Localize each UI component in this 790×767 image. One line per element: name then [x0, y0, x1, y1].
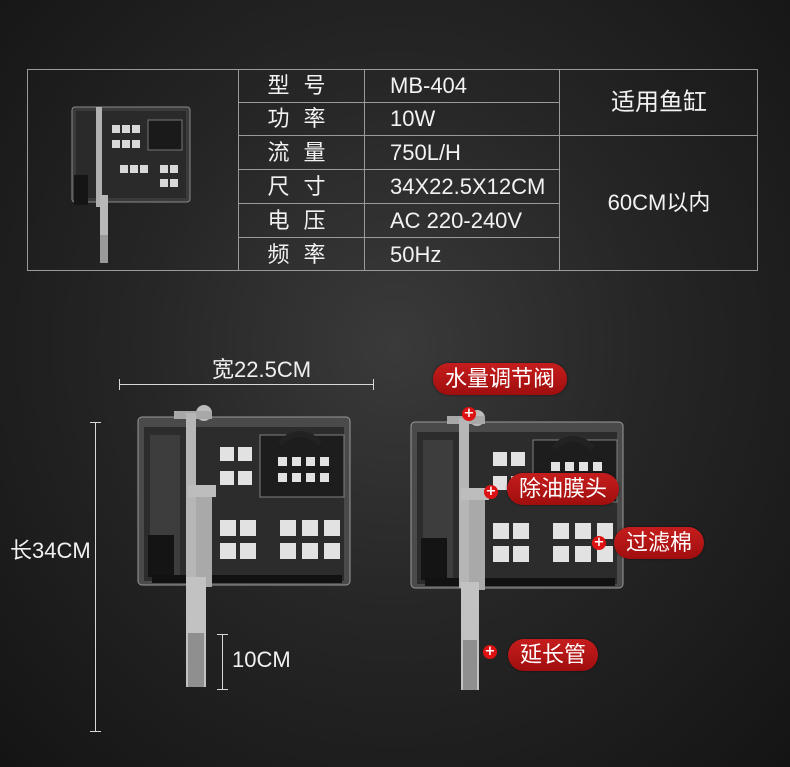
table-divider: [559, 70, 560, 270]
spec-value: 750L/H: [390, 140, 461, 165]
suitable-header: 适用鱼缸: [611, 89, 707, 116]
extension-pipe-tag: 延长管: [508, 639, 599, 671]
dimension-tick: [217, 634, 228, 635]
table-divider: [238, 102, 559, 103]
product-thumbnail: [71, 106, 191, 263]
spec-value: 50Hz: [390, 242, 442, 267]
spec-label: 功率: [267, 106, 340, 131]
product-dimension-image: [137, 405, 351, 687]
table-divider: [238, 237, 559, 238]
dimension-tick: [119, 379, 120, 390]
dimension-tick: [217, 689, 228, 690]
width-label: 宽22.5CM: [212, 357, 312, 382]
suitable-value: 60CM以内: [607, 190, 711, 215]
dimension-tick: [90, 731, 101, 732]
spec-value: MB-404: [390, 73, 468, 98]
flow-valve-marker-icon: +: [462, 406, 476, 421]
pipe-length-label: 10CM: [232, 647, 291, 672]
dimension-tick: [373, 379, 374, 390]
spec-value: 34X22.5X12CM: [390, 174, 546, 199]
extension-pipe-marker-icon: +: [483, 644, 497, 659]
spec-label: 型号: [267, 73, 340, 98]
spec-value: AC 220-240V: [390, 208, 523, 233]
table-divider: [238, 169, 559, 170]
table-divider: [238, 135, 758, 136]
spec-value: 10W: [390, 106, 436, 131]
length-label: 长34CM: [10, 538, 91, 563]
spec-label: 流量: [267, 140, 340, 165]
table-divider: [238, 203, 559, 204]
pipe-dimension-line: [222, 634, 223, 689]
spec-table: [27, 69, 758, 271]
filter-cotton-tag: 过滤棉: [614, 527, 705, 559]
spec-label: 频率: [267, 242, 340, 267]
spec-label: 尺寸: [267, 174, 340, 199]
width-dimension-line: [119, 384, 374, 385]
table-divider: [238, 70, 239, 270]
length-dimension-line: [95, 422, 96, 732]
spec-label: 电压: [267, 208, 340, 233]
flow-valve-tag: 水量调节阀: [433, 363, 568, 395]
dimension-tick: [90, 422, 101, 423]
table-divider: [364, 70, 365, 270]
filter-cotton-marker-icon: +: [592, 535, 606, 550]
oil-remover-marker-icon: +: [484, 484, 498, 499]
oil-remover-tag: 除油膜头: [507, 473, 620, 505]
